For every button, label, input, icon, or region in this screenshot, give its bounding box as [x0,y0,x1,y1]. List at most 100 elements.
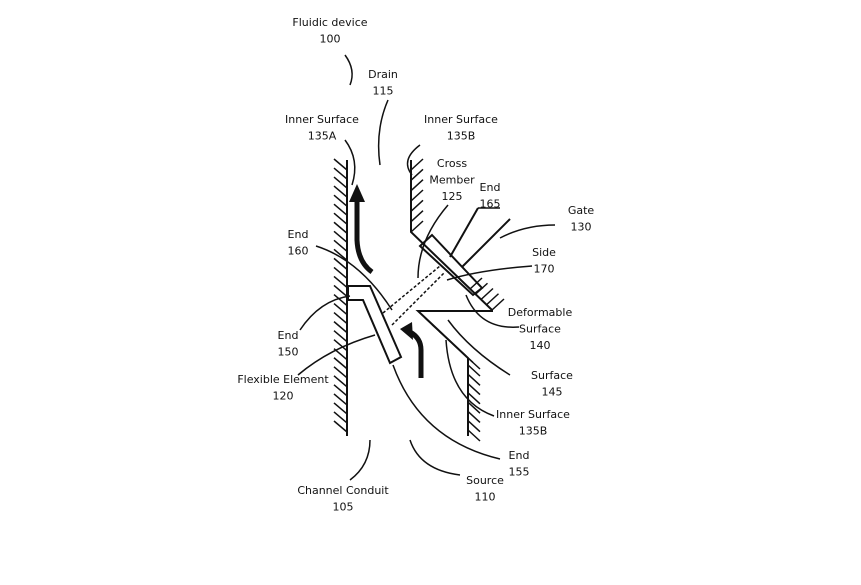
hatch-mark [410,168,424,181]
hatch-mark [333,420,348,433]
label-line: 105 [333,501,354,514]
cross-member-edge [382,265,441,314]
hatch-mark [333,284,348,298]
flow-arrow-up [354,200,374,275]
label-line: 145 [542,386,563,399]
gate [418,233,484,297]
hatch-mark [410,189,424,202]
label-line: Channel Conduit [297,484,389,497]
hatch-mark [333,221,348,234]
label-line: 130 [571,221,592,234]
hatch-mark [410,210,424,223]
hatch-mark [467,383,481,396]
hatch-mark [333,312,348,325]
gate-edge-line [449,207,479,258]
label-surface: Surface 145 [531,369,573,399]
label-line: 115 [373,85,394,98]
hatch-mark [333,339,348,352]
hatch-mark [469,277,483,290]
label-line: Side [532,246,556,259]
hatch-mark [333,330,348,343]
flow-arrows [349,184,424,378]
label-line: 110 [475,491,496,504]
hatch-mark [467,429,481,442]
label-line: 140 [530,339,551,352]
hatch-mark [333,321,348,334]
label-gate: Gate 130 [568,204,595,234]
hatch-mark [333,185,348,198]
hatch-mark [333,230,348,243]
label-line: Fluidic device [292,16,367,29]
hatch-mark [333,366,348,379]
hatch-mark [333,393,348,406]
label-line: Flexible Element [237,373,329,386]
label-line: 135B [447,130,476,143]
leader-lines [297,54,556,481]
label-line: Member [429,174,475,187]
label-line: Drain [368,68,398,81]
hatch-mark [333,158,348,171]
hatch-mark [467,373,481,386]
hatch-mark [333,239,348,252]
hatch-mark [467,357,481,370]
label-line: 100 [320,33,341,46]
hatch-mark [333,275,348,289]
gate-edge-line [461,218,511,268]
upper-right-hatching [410,158,505,311]
flow-arrow-inlet [408,329,424,378]
hatch-mark [410,158,424,171]
label-line: Inner Surface [496,408,570,421]
hatch-mark [480,287,494,301]
hatch-mark [410,199,424,212]
label-line: 170 [534,263,555,276]
label-end-160: End 160 [288,228,309,258]
hatch-mark [467,420,481,433]
cross-member-edge [391,272,445,326]
hatch-mark [333,266,348,279]
label-line: Inner Surface [424,113,498,126]
label-line: Gate [568,204,595,217]
hatch-mark [333,302,348,316]
hatch-mark [467,410,481,423]
left-wall-hatching [333,158,348,433]
label-inner-surface-b-bottom: Inner Surface 135B [496,408,570,438]
label-line: Source [466,474,504,487]
hatch-mark [410,220,424,233]
label-line: 125 [442,190,463,203]
hatch-mark [333,375,348,388]
hatch-mark [410,179,424,192]
hatch-mark [333,194,348,207]
label-side: Side 170 [532,246,556,276]
hatch-mark [333,384,348,397]
label-line: Deformable [508,306,573,319]
arrowhead [349,184,365,202]
hatch-mark [333,411,348,424]
label-line: 160 [288,245,309,258]
label-inner-surface-b-top: Inner Surface 135B [424,113,498,143]
flexible-element [347,285,403,365]
hatch-mark [467,401,481,414]
hatch-mark [333,257,348,270]
label-line: Surface [519,323,561,336]
label-line: Cross [437,157,467,170]
hatch-mark [333,212,348,225]
hatch-mark [333,293,348,307]
label-line: Surface [531,369,573,382]
arrowhead [400,322,413,340]
label-line: 150 [278,346,299,359]
label-line: 135B [519,425,548,438]
label-line: End [288,228,309,241]
label-fluidic-device: Fluidic device 100 [292,16,367,46]
label-line: 135A [308,130,337,143]
hatch-mark [467,392,481,405]
hatch-mark [485,293,500,306]
label-source: Source 110 [466,474,504,504]
